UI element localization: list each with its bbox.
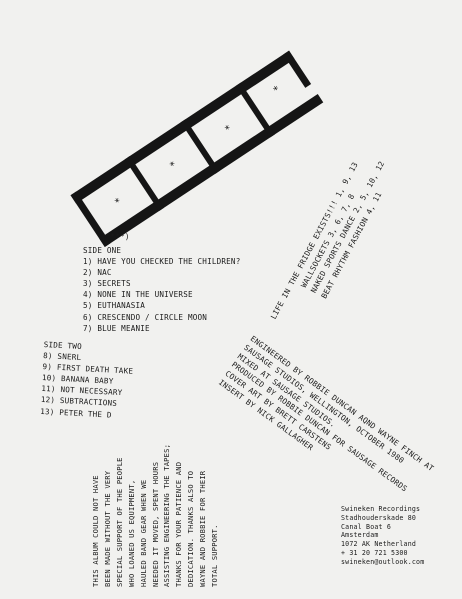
track-item: 3) SECRETS — [83, 279, 131, 289]
thanks-block: THIS ALBUM COULD NOT HAVE BEEN MADE WITH… — [90, 444, 221, 587]
film-strip-top-rail — [70, 50, 295, 204]
track-item: 1) HAVE YOU CHECKED THE CHILDREN? — [83, 257, 241, 267]
frame-star: * — [271, 84, 282, 97]
address-email: swineken@outlook.com — [341, 557, 425, 566]
thanks-line: ASSISTING ENGINEERING THE TAPES; — [162, 443, 172, 587]
frame-star: * — [223, 123, 234, 136]
film-strip-bar — [283, 50, 312, 88]
address-line: Swineken Recordings — [341, 505, 421, 513]
film-strip-bar — [70, 191, 111, 247]
label-address: Swineken Recordings Stadhouderskade 80 C… — [341, 505, 424, 567]
track-item: 2) NAC — [83, 268, 112, 278]
film-strip-bar — [124, 156, 164, 212]
thanks-line: THANKS FOR YOUR PATIENCE AND — [174, 461, 184, 587]
side-one-tracklist: SIDE ONE 1) HAVE YOU CHECKED THE CHILDRE… — [83, 245, 240, 334]
address-line: Stadhouderskade 80 — [341, 513, 417, 522]
thanks-line: THIS ALBUM COULD NOT HAVE — [91, 475, 100, 587]
thanks-line: WHO LOANED US EQUIPMENT, — [126, 479, 136, 587]
track-item: 4) NONE IN THE UNIVERSE — [83, 290, 193, 300]
diagram-marker: (****) — [101, 232, 130, 241]
address-line: Canal Boat 6 — [341, 522, 392, 531]
thanks-line: BEEN MADE WITHOUT THE VERY — [102, 470, 112, 587]
thanks-line: NEEDED IT MOVED, SPENT HOURS — [150, 461, 160, 587]
thanks-line: SPECIAL SUPPORT OF THE PEOPLE — [114, 457, 124, 587]
track-item: 6) CRESCENDO / CIRCLE MOON — [83, 312, 208, 322]
thanks-line: HAULED BAND GEAR WHEN WE — [138, 479, 148, 587]
address-line: 1072 AK Netherland — [341, 540, 417, 549]
thanks-line: TOTAL SUPPORT. — [210, 524, 220, 587]
frame-star: * — [113, 196, 124, 209]
side-two-tracklist: SIDE TWO 8) SNERL 9) FIRST DEATH TAKE 10… — [40, 339, 135, 421]
frame-star: * — [168, 160, 179, 173]
film-strip-bar — [180, 119, 220, 175]
address-line: Amsterdam — [341, 531, 379, 540]
track-item: 7) BLUE MEANIE — [83, 323, 150, 333]
track-item: 5) EUTHANASIA — [83, 301, 146, 311]
thanks-line: WAYNE AND ROBBIE FOR THEIR — [198, 470, 208, 587]
thanks-line: DEDICATION. THANKS ALSO TO — [186, 470, 196, 587]
side-one-heading: SIDE ONE — [83, 246, 122, 255]
address-line: + 31 20 721 5300 — [341, 548, 408, 557]
film-strip-bar — [235, 82, 275, 138]
